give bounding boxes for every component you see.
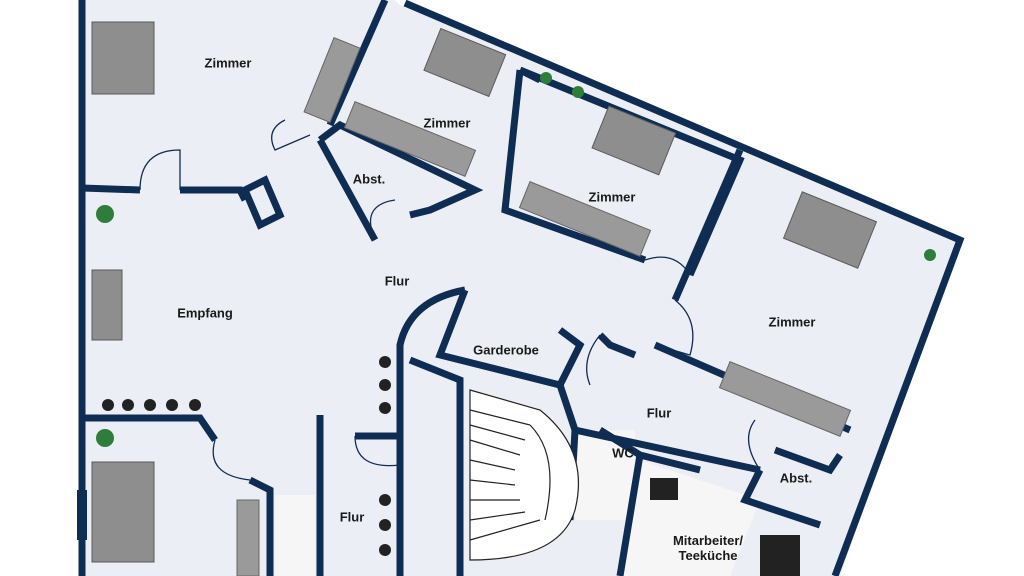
wall-zimmer-empfang bbox=[81, 184, 249, 202]
door-abst-top[interactable] bbox=[369, 199, 396, 241]
room-label-empfang: Empfang bbox=[177, 305, 233, 321]
door-abst-right[interactable] bbox=[748, 419, 761, 471]
furniture bbox=[91, 21, 878, 576]
room-label-garderobe: Garderobe bbox=[473, 342, 539, 358]
staircase bbox=[469, 389, 579, 561]
bath-tiles bbox=[275, 495, 315, 576]
wall-stair-curve bbox=[396, 286, 466, 576]
wall-empfang-bottom bbox=[82, 414, 324, 576]
logo-von-poll bbox=[77, 490, 87, 540]
door-empfang[interactable] bbox=[212, 439, 251, 481]
room-label-flur: Flur bbox=[384, 273, 410, 289]
wall-column bbox=[240, 175, 285, 230]
outer-wall-right bbox=[403, 0, 965, 576]
room-label-flur: Flur bbox=[646, 405, 672, 421]
floor-area bbox=[82, 0, 960, 576]
door-zimmer-mid[interactable] bbox=[644, 256, 691, 276]
room-label-zimmer: Zimmer bbox=[423, 115, 471, 131]
room-label-zimmer: Zimmer bbox=[768, 314, 816, 330]
room-label-zimmer: Zimmer bbox=[204, 55, 252, 71]
wall-abst-top bbox=[316, 120, 484, 242]
wall-top-room-left bbox=[326, 0, 389, 127]
door-zimmer[interactable] bbox=[139, 149, 181, 191]
room-label-wc: WC bbox=[612, 445, 634, 461]
door-flur-bottom[interactable] bbox=[354, 435, 401, 467]
room-label-teekueche: Mitarbeiter/ Teeküche bbox=[672, 533, 744, 563]
room-label-flur: Flur bbox=[339, 509, 365, 525]
room-label-abst: Abst. bbox=[352, 171, 386, 187]
room-label-zimmer: Zimmer bbox=[588, 189, 636, 205]
door-flur[interactable] bbox=[271, 119, 311, 151]
room-label-abst: Abst. bbox=[779, 470, 813, 486]
door-garderobe[interactable] bbox=[586, 334, 601, 386]
wall-zimmer-mid bbox=[501, 66, 745, 277]
wall-flur-bottom bbox=[355, 356, 464, 576]
chairs bbox=[102, 356, 391, 556]
plants bbox=[96, 72, 936, 447]
door-zimmer-right[interactable] bbox=[654, 299, 694, 356]
wall-abst-right bbox=[740, 468, 822, 529]
